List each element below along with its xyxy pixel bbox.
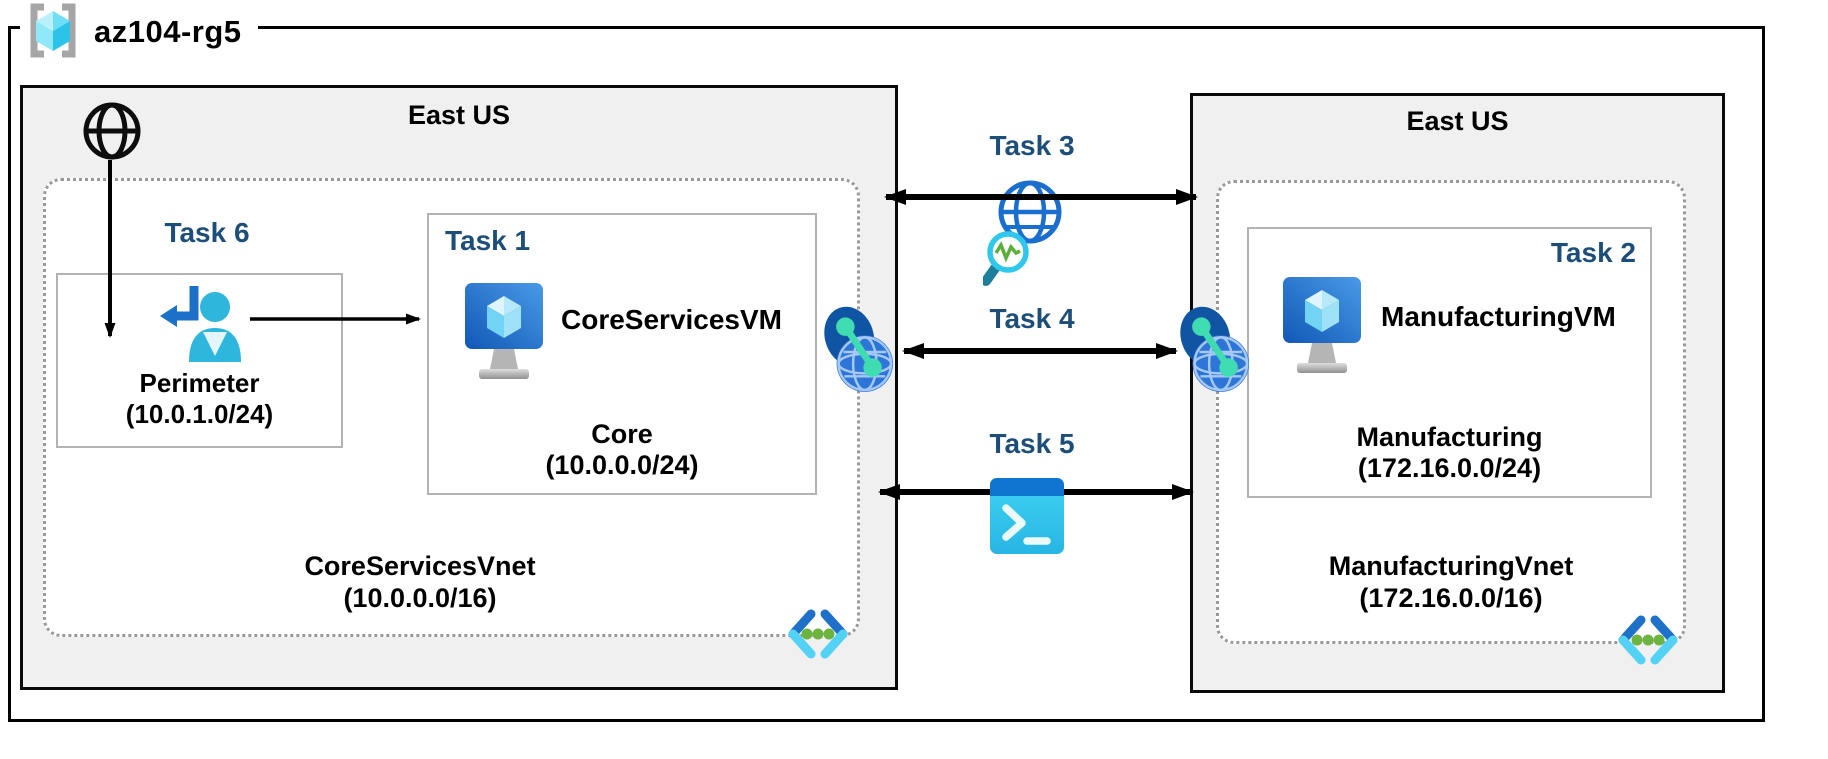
vnet-name-left: CoreServicesVnet <box>304 551 536 581</box>
vnet-cidr-left: (10.0.0.0/16) <box>343 582 497 613</box>
vnet-label-left: CoreServicesVnet (10.0.0.0/16) <box>240 551 600 615</box>
resource-group-chip: az104-rg5 <box>20 0 258 64</box>
task2-label: Task 2 <box>1550 237 1636 268</box>
perimeter-subnet-name: Perimeter <box>139 368 260 398</box>
virtual-machine-icon <box>465 283 543 379</box>
internet-globe-icon <box>83 102 141 160</box>
region-label-right: East US <box>1406 106 1509 136</box>
perimeter-subnet-cidr: (10.0.1.0/24) <box>125 399 274 429</box>
subnet-cidr-manufacturing: (172.16.0.0/24) <box>1357 453 1542 484</box>
vnet-name-right: ManufacturingVnet <box>1328 551 1574 581</box>
task4-label: Task 4 <box>989 303 1075 334</box>
subnet-box-perimeter: Perimeter (10.0.1.0/24) <box>56 273 343 448</box>
vnet-cidr-right: (172.16.0.0/16) <box>1359 582 1543 613</box>
virtual-network-icon-right <box>1618 615 1678 665</box>
task1-box: Task 1 CoreServicesVM Core (10.0.0.0/24) <box>427 213 817 495</box>
task3-label: Task 3 <box>989 130 1075 161</box>
task5-label: Task 5 <box>989 428 1075 459</box>
subnet-name-manufacturing: Manufacturing <box>1356 422 1543 452</box>
vm-name-manufacturing: ManufacturingVM <box>1381 301 1616 332</box>
virtual-network-icon-left <box>788 609 848 659</box>
subnet-name-core: Core <box>591 419 653 449</box>
resource-group-name: az104-rg5 <box>94 14 242 49</box>
resource-group-border <box>8 26 1765 722</box>
subnet-cidr-core: (10.0.0.0/24) <box>545 450 699 481</box>
cloud-shell-icon <box>990 478 1064 554</box>
virtual-machine-icon <box>1283 277 1361 373</box>
region-label-left: East US <box>407 100 511 130</box>
task6-label: Task 6 <box>164 217 250 248</box>
vnet-label-right: ManufacturingVnet (172.16.0.0/16) <box>1266 551 1636 615</box>
vm-name-coreservices: CoreServicesVM <box>561 304 783 335</box>
vnet-peering-icon-left <box>824 306 894 392</box>
task1-label: Task 1 <box>445 225 531 256</box>
task2-box: Task 2 ManufacturingVM Manufacturing (17… <box>1247 227 1652 498</box>
vnet-peering-icon-right <box>1180 306 1250 392</box>
resource-group-icon <box>30 3 76 58</box>
network-watcher-icon <box>983 180 1062 286</box>
signin-user-icon <box>159 286 241 362</box>
